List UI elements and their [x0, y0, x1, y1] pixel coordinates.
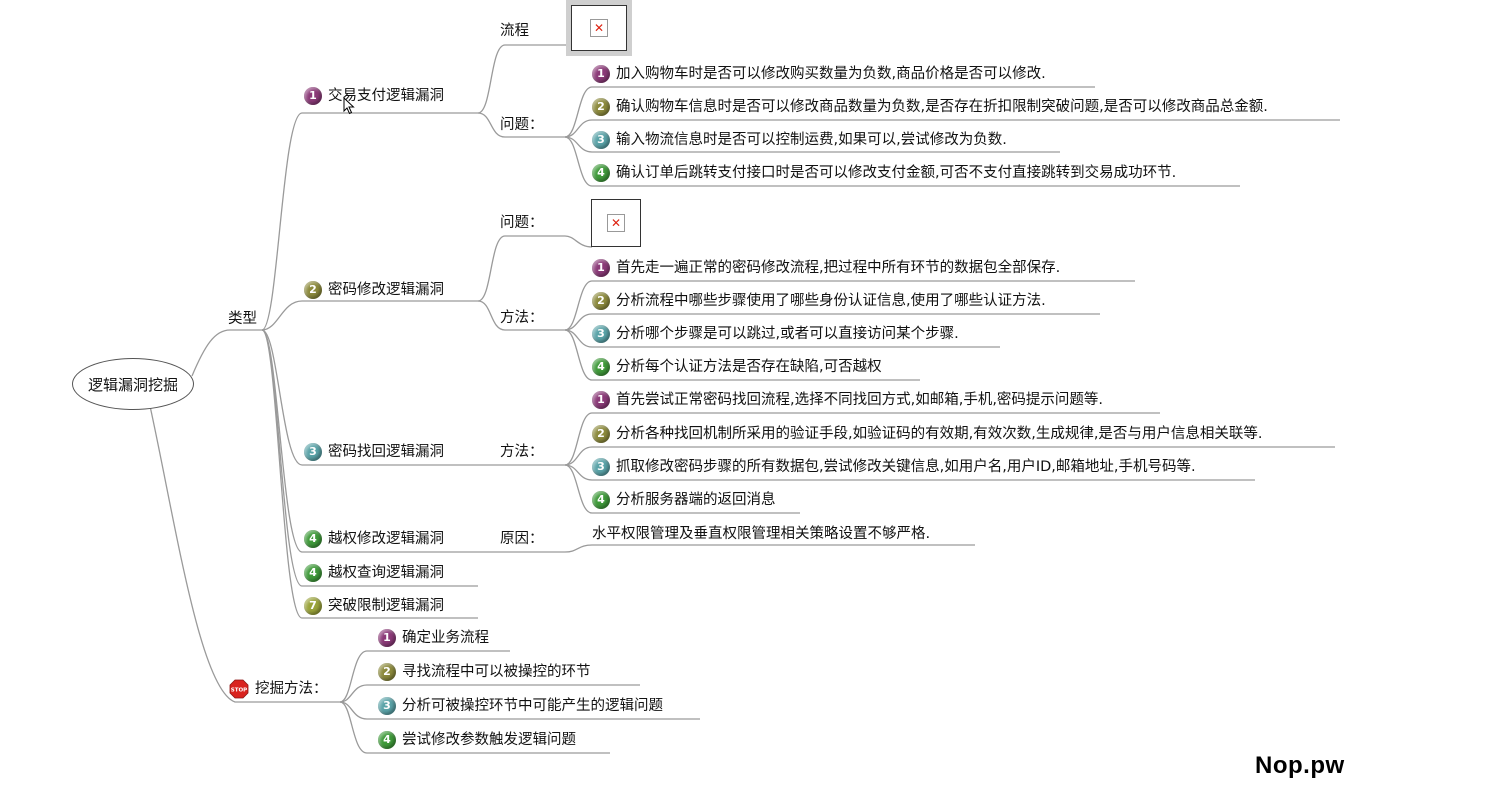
list-item-text: 首先走一遍正常的密码修改流程,把过程中所有环节的数据包全部保存. [616, 260, 1061, 276]
number-badge-icon: 1 [592, 391, 610, 409]
subtype-password-change[interactable]: 2 密码修改逻辑漏洞 [304, 280, 444, 300]
watermark: Nop.pw [1255, 752, 1345, 779]
subtype-limit-bypass[interactable]: 7 突破限制逻辑漏洞 [304, 596, 444, 616]
list-item[interactable]: 1 首先尝试正常密码找回流程,选择不同找回方式,如邮箱,手机,密码提示问题等. [592, 390, 1103, 410]
number-badge-icon: 1 [304, 87, 322, 105]
problem-node[interactable]: 问题： [500, 115, 544, 135]
number-badge-icon: 3 [592, 458, 610, 476]
subtype-password-recovery[interactable]: 3 密码找回逻辑漏洞 [304, 442, 444, 462]
list-item-text: 分析可被操控环节中可能产生的逻辑问题 [402, 698, 663, 714]
problem-label: 问题： [500, 215, 544, 231]
list-item[interactable]: 2 分析流程中哪些步骤使用了哪些身份认证信息,使用了哪些认证方法. [592, 291, 1046, 311]
image-missing-icon: ✕ [607, 214, 625, 232]
list-item[interactable]: 1 确定业务流程 [378, 628, 489, 648]
method-label: 方法： [500, 310, 544, 326]
list-item-text: 寻找流程中可以被操控的环节 [402, 664, 591, 680]
reason-label: 原因： [500, 531, 544, 547]
mining-label: 挖掘方法： [255, 681, 328, 697]
root-label: 逻辑漏洞挖掘 [87, 375, 178, 394]
method-node[interactable]: 方法： [500, 442, 544, 462]
number-badge-icon: 1 [592, 65, 610, 83]
number-badge-icon: 3 [304, 443, 322, 461]
list-item[interactable]: 3 分析可被操控环节中可能产生的逻辑问题 [378, 696, 663, 716]
list-item-text: 分析每个认证方法是否存在缺陷,可否越权 [616, 359, 882, 375]
list-item[interactable]: 2 寻找流程中可以被操控的环节 [378, 662, 591, 682]
list-item[interactable]: 3 输入物流信息时是否可以控制运费,如果可以,尝试修改为负数. [592, 130, 1007, 150]
problem-label: 问题： [500, 117, 544, 133]
number-badge-icon: 3 [592, 131, 610, 149]
list-item[interactable]: 1 首先走一遍正常的密码修改流程,把过程中所有环节的数据包全部保存. [592, 258, 1060, 278]
list-item[interactable]: 1 加入购物车时是否可以修改购买数量为负数,商品价格是否可以修改. [592, 64, 1046, 84]
list-item-text: 分析服务器端的返回消息 [616, 492, 776, 508]
subtype-privilege-query[interactable]: 4 越权查询逻辑漏洞 [304, 563, 444, 583]
list-item[interactable]: 3 抓取修改密码步骤的所有数据包,尝试修改关键信息,如用户名,用户ID,邮箱地址… [592, 457, 1196, 477]
reason-text: 水平权限管理及垂直权限管理相关策略设置不够严格. [592, 526, 931, 542]
number-badge-icon: 4 [592, 164, 610, 182]
subtype-label: 越权修改逻辑漏洞 [328, 531, 444, 547]
number-badge-icon: 1 [378, 629, 396, 647]
list-item[interactable]: 4 分析每个认证方法是否存在缺陷,可否越权 [592, 357, 882, 377]
number-badge-icon: 4 [592, 358, 610, 376]
list-item[interactable]: 4 分析服务器端的返回消息 [592, 490, 776, 510]
reason-text-node[interactable]: 水平权限管理及垂直权限管理相关策略设置不够严格. [592, 524, 930, 544]
image-missing-icon: ✕ [590, 19, 608, 37]
list-item[interactable]: 2 分析各种找回机制所采用的验证手段,如验证码的有效期,有效次数,生成规律,是否… [592, 424, 1263, 444]
list-item[interactable]: 2 确认购物车信息时是否可以修改商品数量为负数,是否存在折扣限制突破问题,是否可… [592, 97, 1268, 117]
broken-image-icon: ✕ [571, 5, 627, 51]
number-badge-icon: 3 [592, 325, 610, 343]
number-badge-icon: 2 [378, 663, 396, 681]
number-badge-icon: 4 [378, 731, 396, 749]
number-badge-icon: 2 [304, 281, 322, 299]
list-item-text: 分析各种找回机制所采用的验证手段,如验证码的有效期,有效次数,生成规律,是否与用… [616, 426, 1263, 442]
list-item-text: 分析哪个步骤是可以跳过,或者可以直接访问某个步骤. [616, 326, 959, 342]
list-item-text: 分析流程中哪些步骤使用了哪些身份认证信息,使用了哪些认证方法. [616, 293, 1046, 309]
list-item[interactable]: 3 分析哪个步骤是可以跳过,或者可以直接访问某个步骤. [592, 324, 959, 344]
list-item[interactable]: 4 尝试修改参数触发逻辑问题 [378, 730, 576, 750]
list-item-text: 输入物流信息时是否可以控制运费,如果可以,尝试修改为负数. [616, 132, 1007, 148]
number-badge-icon: 7 [304, 597, 322, 615]
number-badge-icon: 1 [592, 259, 610, 277]
stop-sign-icon: STOP [229, 679, 249, 699]
root-node[interactable]: 逻辑漏洞挖掘 [72, 358, 194, 410]
list-item-text: 加入购物车时是否可以修改购买数量为负数,商品价格是否可以修改. [616, 66, 1046, 82]
subtype-label: 越权查询逻辑漏洞 [328, 565, 444, 581]
number-badge-icon: 3 [378, 697, 396, 715]
subtype-label: 密码找回逻辑漏洞 [328, 444, 444, 460]
reason-node[interactable]: 原因： [500, 529, 544, 549]
subtype-label: 突破限制逻辑漏洞 [328, 598, 444, 614]
number-badge-icon: 2 [592, 292, 610, 310]
list-item-text: 确定业务流程 [402, 630, 489, 646]
subtype-payment-logic[interactable]: 1 交易支付逻辑漏洞 [304, 86, 444, 106]
number-badge-icon: 4 [304, 530, 322, 548]
list-item-text: 首先尝试正常密码找回流程,选择不同找回方式,如邮箱,手机,密码提示问题等. [616, 392, 1104, 408]
types-label: 类型 [228, 311, 257, 327]
broken-image-icon: ✕ [591, 199, 641, 247]
number-badge-icon: 4 [304, 564, 322, 582]
method-node[interactable]: 方法： [500, 308, 544, 328]
list-item-text: 确认订单后跳转支付接口时是否可以修改支付金额,可否不支付直接跳转到交易成功环节. [616, 165, 1177, 181]
types-node[interactable]: 类型 [228, 309, 257, 329]
problem-node[interactable]: 问题： [500, 213, 544, 233]
mouse-cursor-icon [343, 97, 355, 115]
subtype-label: 交易支付逻辑漏洞 [328, 88, 444, 104]
list-item-text: 确认购物车信息时是否可以修改商品数量为负数,是否存在折扣限制突破问题,是否可以修… [616, 99, 1268, 115]
list-item-text: 抓取修改密码步骤的所有数据包,尝试修改关键信息,如用户名,用户ID,邮箱地址,手… [616, 459, 1196, 475]
flow-node[interactable]: 流程 [500, 21, 529, 41]
list-item-text: 尝试修改参数触发逻辑问题 [402, 732, 576, 748]
svg-text:STOP: STOP [231, 688, 247, 694]
list-item[interactable]: 4 确认订单后跳转支付接口时是否可以修改支付金额,可否不支付直接跳转到交易成功环… [592, 163, 1176, 183]
subtype-label: 密码修改逻辑漏洞 [328, 282, 444, 298]
number-badge-icon: 2 [592, 425, 610, 443]
mining-methods-node[interactable]: STOP 挖掘方法： [229, 679, 328, 699]
flow-label: 流程 [500, 23, 529, 39]
number-badge-icon: 4 [592, 491, 610, 509]
method-label: 方法： [500, 444, 544, 460]
number-badge-icon: 2 [592, 98, 610, 116]
subtype-privilege-modify[interactable]: 4 越权修改逻辑漏洞 [304, 529, 444, 549]
